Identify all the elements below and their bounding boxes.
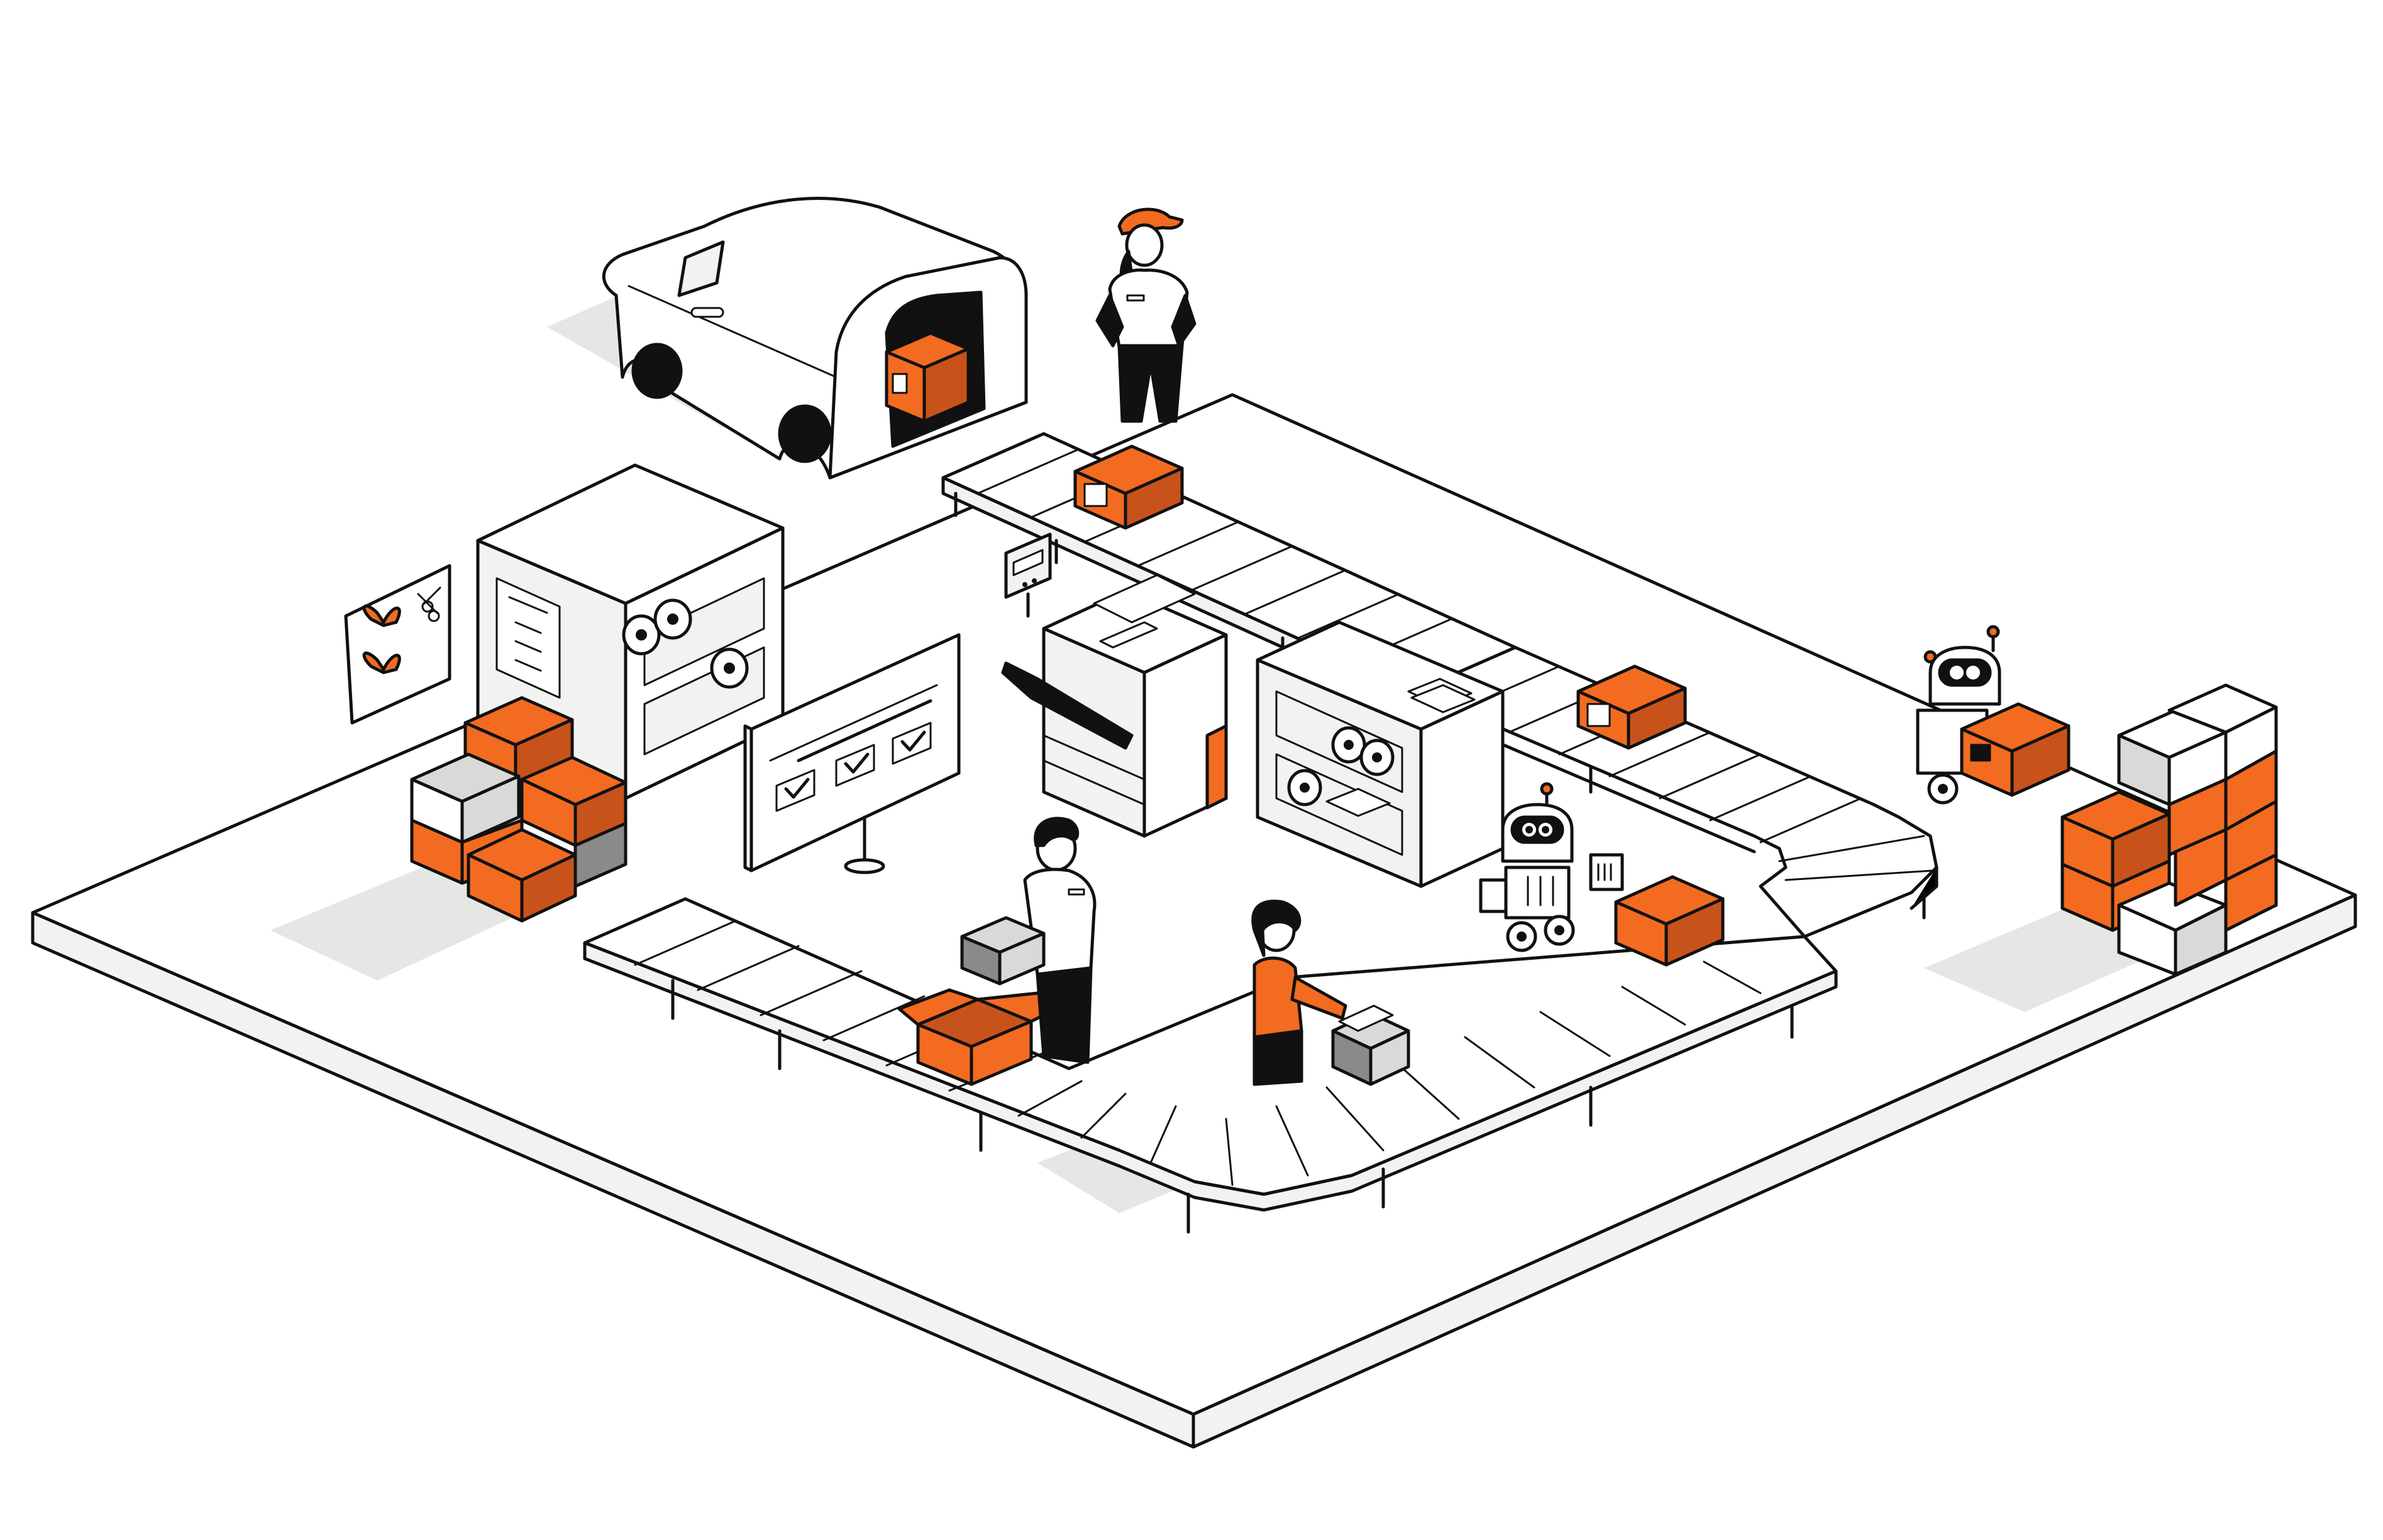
scale-display-icon: [1004, 532, 1052, 618]
shelf-document: [495, 577, 561, 699]
bow-icon: [362, 604, 401, 674]
held-box: [960, 916, 1046, 986]
robot-carrier-icon: [1916, 625, 2071, 805]
platform-right-side: [1192, 893, 2357, 1449]
shelf-rolls-icon: [1287, 726, 1395, 806]
check-icon: [775, 722, 932, 812]
box-stack-left-icon: [410, 696, 628, 923]
worker-cap-icon: [1095, 207, 1197, 423]
van-wheel-rear: [778, 404, 832, 463]
worker-packing-icon: [960, 817, 1097, 1064]
shelf-rolls-icon: [622, 598, 749, 689]
platform: [31, 393, 2357, 1449]
robot-scanner-icon: [1479, 782, 1624, 952]
box-stack-right-icon: [2060, 683, 2278, 976]
van-wheel-front: [631, 343, 683, 399]
barcode-icon: [1597, 863, 1612, 881]
pegboard-bows-scissors-icon: [344, 564, 451, 725]
monitor-checklist-icon: [743, 633, 961, 874]
delivery-van: [602, 197, 1028, 480]
van-cargo-box: [885, 331, 970, 423]
supply-shelf-center: [1256, 620, 1505, 888]
parcel-right: [1576, 664, 1687, 750]
parcel-top: [1073, 444, 1184, 530]
printer-icon: [1001, 574, 1228, 838]
carried-box: [1960, 702, 2071, 797]
parcel-front-right: [1614, 875, 1725, 967]
label-box: [1331, 1004, 1410, 1086]
scissors-icon: [417, 586, 441, 622]
worker-labeling-icon: [1251, 899, 1410, 1086]
